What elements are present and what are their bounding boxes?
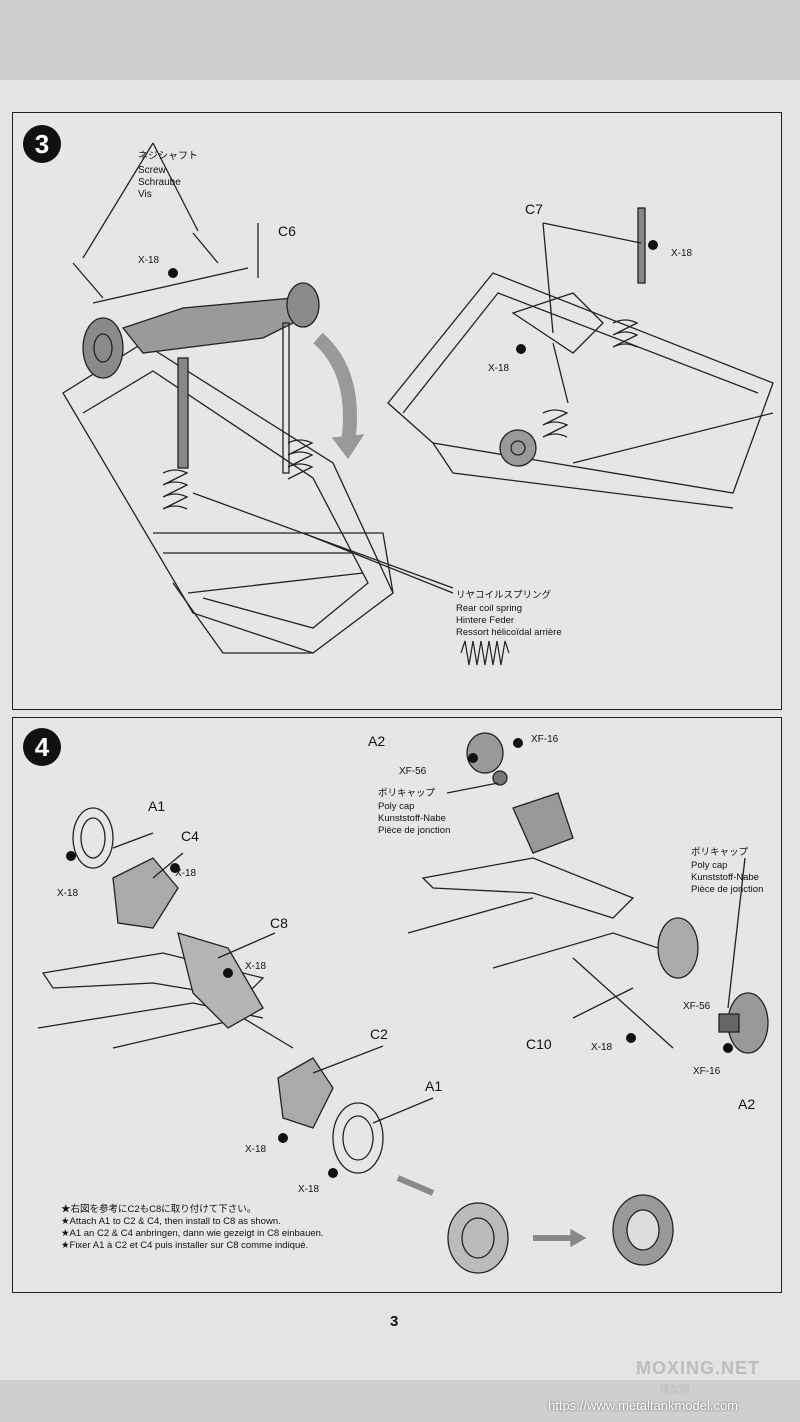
watermark-url: https://www.metaltankmodel.com bbox=[548, 1398, 739, 1413]
part-xf56-right: XF-56 bbox=[683, 1001, 711, 1012]
instruction-jp: ★右図を参考にC2もC8に取り付けて下さい。 bbox=[61, 1204, 257, 1215]
part-x18-a: X-18 bbox=[175, 868, 197, 879]
part-x18-c: X-18 bbox=[245, 961, 267, 972]
part-c7: C7 bbox=[525, 201, 543, 217]
part-c6: C6 bbox=[278, 223, 296, 239]
instruction-de: ★A1 an C2 & C4 anbringen, dann wie gezei… bbox=[61, 1228, 324, 1239]
spring-label-jp: リヤコイルスプリング bbox=[456, 590, 552, 601]
part-x18-left: X-18 bbox=[138, 255, 160, 266]
step-4-panel: 4 bbox=[12, 717, 782, 1293]
part-a1-bottom: A1 bbox=[425, 1078, 443, 1094]
polycap-left-jp: ポリキャップ bbox=[378, 788, 436, 799]
part-a1-top: A1 bbox=[148, 798, 166, 814]
spring-label-de: Hintere Feder bbox=[456, 615, 515, 626]
spring-label-fr: Ressort hélicoïdal arrière bbox=[456, 627, 562, 638]
polycap-right-jp: ポリキャップ bbox=[691, 847, 749, 858]
part-c8: C8 bbox=[270, 915, 288, 931]
screw-label-de: Schraube bbox=[138, 177, 181, 188]
polycap-left-fr: Pièce de jonction bbox=[378, 825, 451, 836]
step-3-panel: 3 bbox=[12, 112, 782, 710]
part-x18-right-mid: X-18 bbox=[488, 363, 510, 374]
part-x18-b: X-18 bbox=[57, 888, 79, 899]
part-x18-f: X-18 bbox=[591, 1042, 613, 1053]
step-4-number: 4 bbox=[34, 731, 50, 762]
watermark-brand-cn: 模型网 bbox=[660, 1385, 690, 1396]
part-xf16-top: XF-16 bbox=[531, 734, 559, 745]
hub-assembly-drawing bbox=[37, 732, 769, 1274]
part-xf16-right: XF-16 bbox=[693, 1066, 721, 1077]
part-c2: C2 bbox=[370, 1026, 388, 1042]
polycap-right-fr: Pièce de jonction bbox=[691, 884, 764, 895]
screw-label-en: Screw bbox=[138, 165, 166, 176]
polycap-left-en: Poly cap bbox=[378, 801, 415, 812]
screw-label-fr: Vis bbox=[138, 189, 152, 200]
watermark-brand: MOXING.NET bbox=[636, 1358, 761, 1378]
polycap-left-de: Kunststoff-Nabe bbox=[378, 813, 446, 824]
screw-label-jp: ネジシャフト bbox=[138, 151, 198, 162]
part-xf56-top: XF-56 bbox=[399, 766, 427, 777]
part-x18-right-top: X-18 bbox=[671, 248, 693, 259]
rear-suspension-drawing bbox=[62, 142, 774, 666]
part-c4: C4 bbox=[181, 828, 199, 844]
step-3-number: 3 bbox=[34, 128, 50, 159]
spring-label-en: Rear coil spring bbox=[456, 603, 522, 614]
part-a2-right: A2 bbox=[738, 1096, 756, 1112]
step-4-badge: 4 bbox=[23, 728, 61, 766]
part-a2-top: A2 bbox=[368, 733, 386, 749]
instruction-fr: ★Fixer A1 à C2 et C4 puis installer sur … bbox=[61, 1240, 309, 1251]
part-c10: C10 bbox=[526, 1036, 552, 1052]
part-x18-e: X-18 bbox=[298, 1184, 320, 1195]
part-x18-d: X-18 bbox=[245, 1144, 267, 1155]
step-3-badge: 3 bbox=[23, 125, 61, 163]
polycap-right-de: Kunststoff-Nabe bbox=[691, 872, 759, 883]
instruction-en: ★Attach A1 to C2 & C4, then install to C… bbox=[61, 1216, 281, 1227]
page-number: 3 bbox=[390, 1313, 399, 1330]
polycap-right-en: Poly cap bbox=[691, 860, 728, 871]
